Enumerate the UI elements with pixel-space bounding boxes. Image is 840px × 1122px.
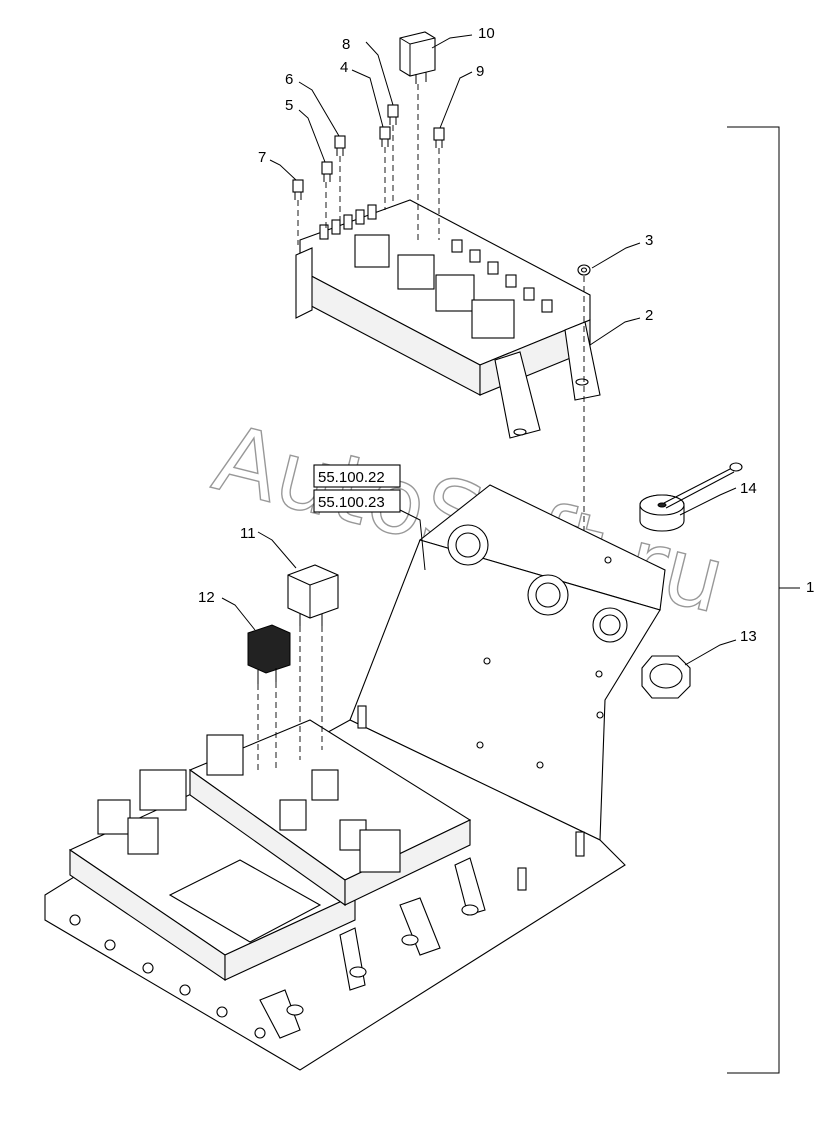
callout-5: 5: [285, 97, 293, 114]
callout-12: 12: [198, 589, 215, 606]
relay-10: [399, 31, 436, 84]
callout-9: 9: [476, 63, 484, 80]
callout-10: 10: [478, 25, 495, 42]
cap-14: [639, 462, 743, 532]
leader-lines: [221, 34, 737, 666]
callout-labels: 1 2 3 4 5 6 7 8 9 10 11 12 13 14: [198, 25, 814, 645]
reference-boxes: 55.100.22 55.100.23: [313, 464, 426, 571]
callout-14: 14: [740, 480, 757, 497]
nut-3: [577, 264, 591, 276]
reference-box-1: [313, 464, 401, 488]
upper-relay-box: [295, 199, 601, 439]
fuse-slots: [319, 204, 553, 313]
callout-13: 13: [740, 628, 757, 645]
callout-3: 3: [645, 232, 653, 249]
reference-1: 55.100.22: [318, 469, 385, 486]
callout-7: 7: [258, 149, 266, 166]
connector-sockets: [447, 524, 628, 643]
callout-6: 6: [285, 71, 293, 88]
callout-2: 2: [645, 307, 653, 324]
lower-relay-box-right: [188, 719, 486, 956]
reference-2: 55.100.23: [318, 494, 385, 511]
reference-box-2: [313, 489, 401, 513]
relay-12: [247, 624, 291, 684]
callout-1: 1: [806, 579, 814, 596]
lower-relay-box-left: [68, 769, 367, 1039]
relay-11: [287, 564, 339, 626]
assembly-bracket: [727, 126, 800, 1074]
assembly-lines-lower: [257, 626, 323, 770]
mini-fuses: [292, 104, 445, 200]
callout-4: 4: [340, 59, 348, 76]
callout-8: 8: [342, 36, 350, 53]
callout-11: 11: [240, 525, 256, 542]
hex-nut-13: [641, 655, 691, 699]
